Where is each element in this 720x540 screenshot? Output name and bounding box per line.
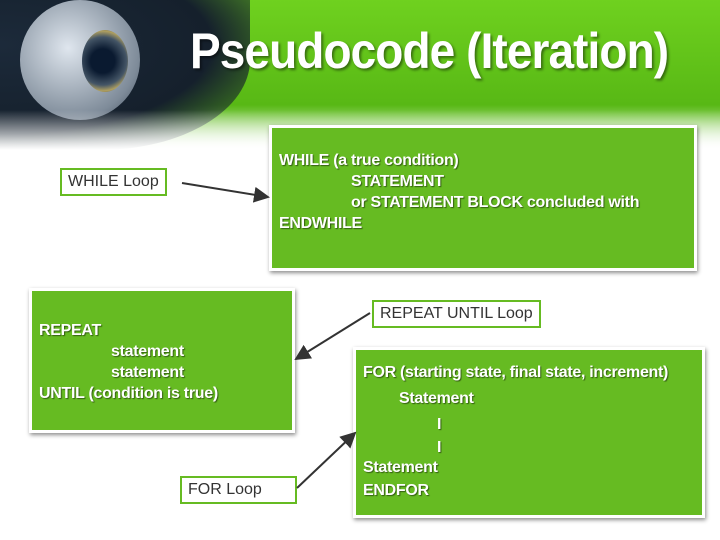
for-line: FOR (starting state, final state, increm… bbox=[363, 364, 669, 381]
for-loop-label: FOR Loop bbox=[180, 476, 297, 504]
for-line: Statement bbox=[363, 459, 438, 476]
for-line: I bbox=[437, 416, 442, 433]
repeat-line: statement bbox=[111, 343, 184, 360]
while-line: WHILE (a true condition) bbox=[279, 152, 459, 169]
webcam-lens bbox=[82, 30, 128, 92]
for-line: ENDFOR bbox=[363, 482, 429, 499]
for-line: I bbox=[437, 439, 442, 456]
for-line: Statement bbox=[399, 390, 474, 407]
repeat-arrow bbox=[294, 312, 371, 361]
repeat-line: UNTIL (condition is true) bbox=[39, 385, 218, 402]
repeat-line: statement bbox=[111, 364, 184, 381]
while-loop-label: WHILE Loop bbox=[60, 168, 167, 196]
repeat-line: REPEAT bbox=[39, 322, 101, 339]
repeat-box: REPEAT statement statement UNTIL (condit… bbox=[29, 288, 295, 433]
while-line: or STATEMENT BLOCK concluded with bbox=[351, 194, 640, 211]
while-line: STATEMENT bbox=[351, 173, 444, 190]
webcam-image bbox=[20, 0, 140, 120]
while-arrow bbox=[181, 182, 270, 203]
slide-title: Pseudocode (Iteration) bbox=[190, 23, 669, 79]
for-arrow bbox=[296, 431, 357, 489]
repeat-until-loop-label: REPEAT UNTIL Loop bbox=[372, 300, 541, 328]
while-line: ENDWHILE bbox=[279, 215, 362, 232]
for-box: FOR (starting state, final state, increm… bbox=[353, 347, 705, 518]
while-box: WHILE (a true condition) STATEMENT or ST… bbox=[269, 125, 697, 271]
